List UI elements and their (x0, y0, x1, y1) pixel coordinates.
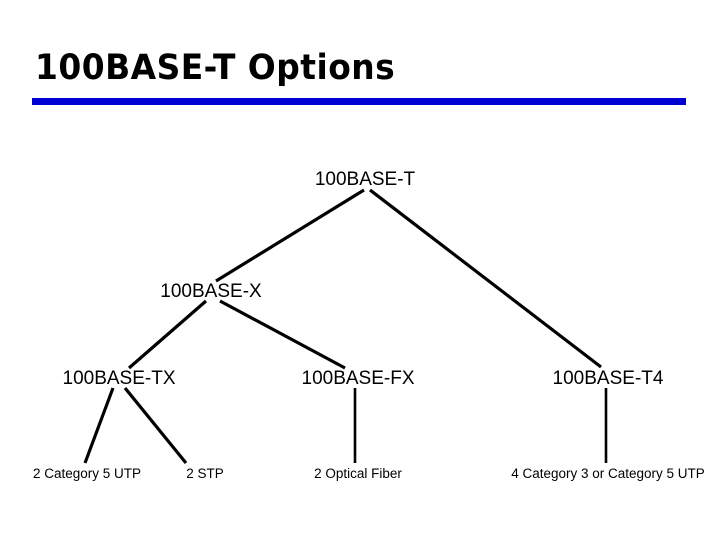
node-label-100base-t4: 100BASE-T4 (553, 368, 664, 389)
leaf-label-2-stp: 2 STP (186, 466, 224, 481)
leaf-label-2-category-5-utp: 2 Category 5 UTP (33, 466, 141, 481)
leaf-label-4-category-3-or-category-5-utp: 4 Category 3 or Category 5 UTP (511, 466, 705, 481)
title-block: 100BASE-T Options (32, 46, 686, 108)
leaf-label-2-optical-fiber: 2 Optical Fiber (314, 466, 402, 481)
edge-root-to-baset4 (369, 188, 602, 369)
edge-root-to-basex (215, 188, 365, 283)
edge-basetx-to-cat5utp (83, 387, 115, 464)
node-label-100base-fx: 100BASE-FX (302, 368, 415, 389)
edge-basex-to-basetx (127, 299, 208, 370)
node-label-100base-tx: 100BASE-TX (63, 368, 176, 389)
page-title: 100BASE-T Options (35, 48, 396, 88)
node-label-100base-t: 100BASE-T (315, 169, 416, 190)
edge-basetx-to-stp (123, 386, 188, 465)
title-underline-rule (32, 98, 686, 105)
node-label-100base-x: 100BASE-X (160, 281, 262, 302)
edge-basex-to-basefx (219, 299, 346, 370)
